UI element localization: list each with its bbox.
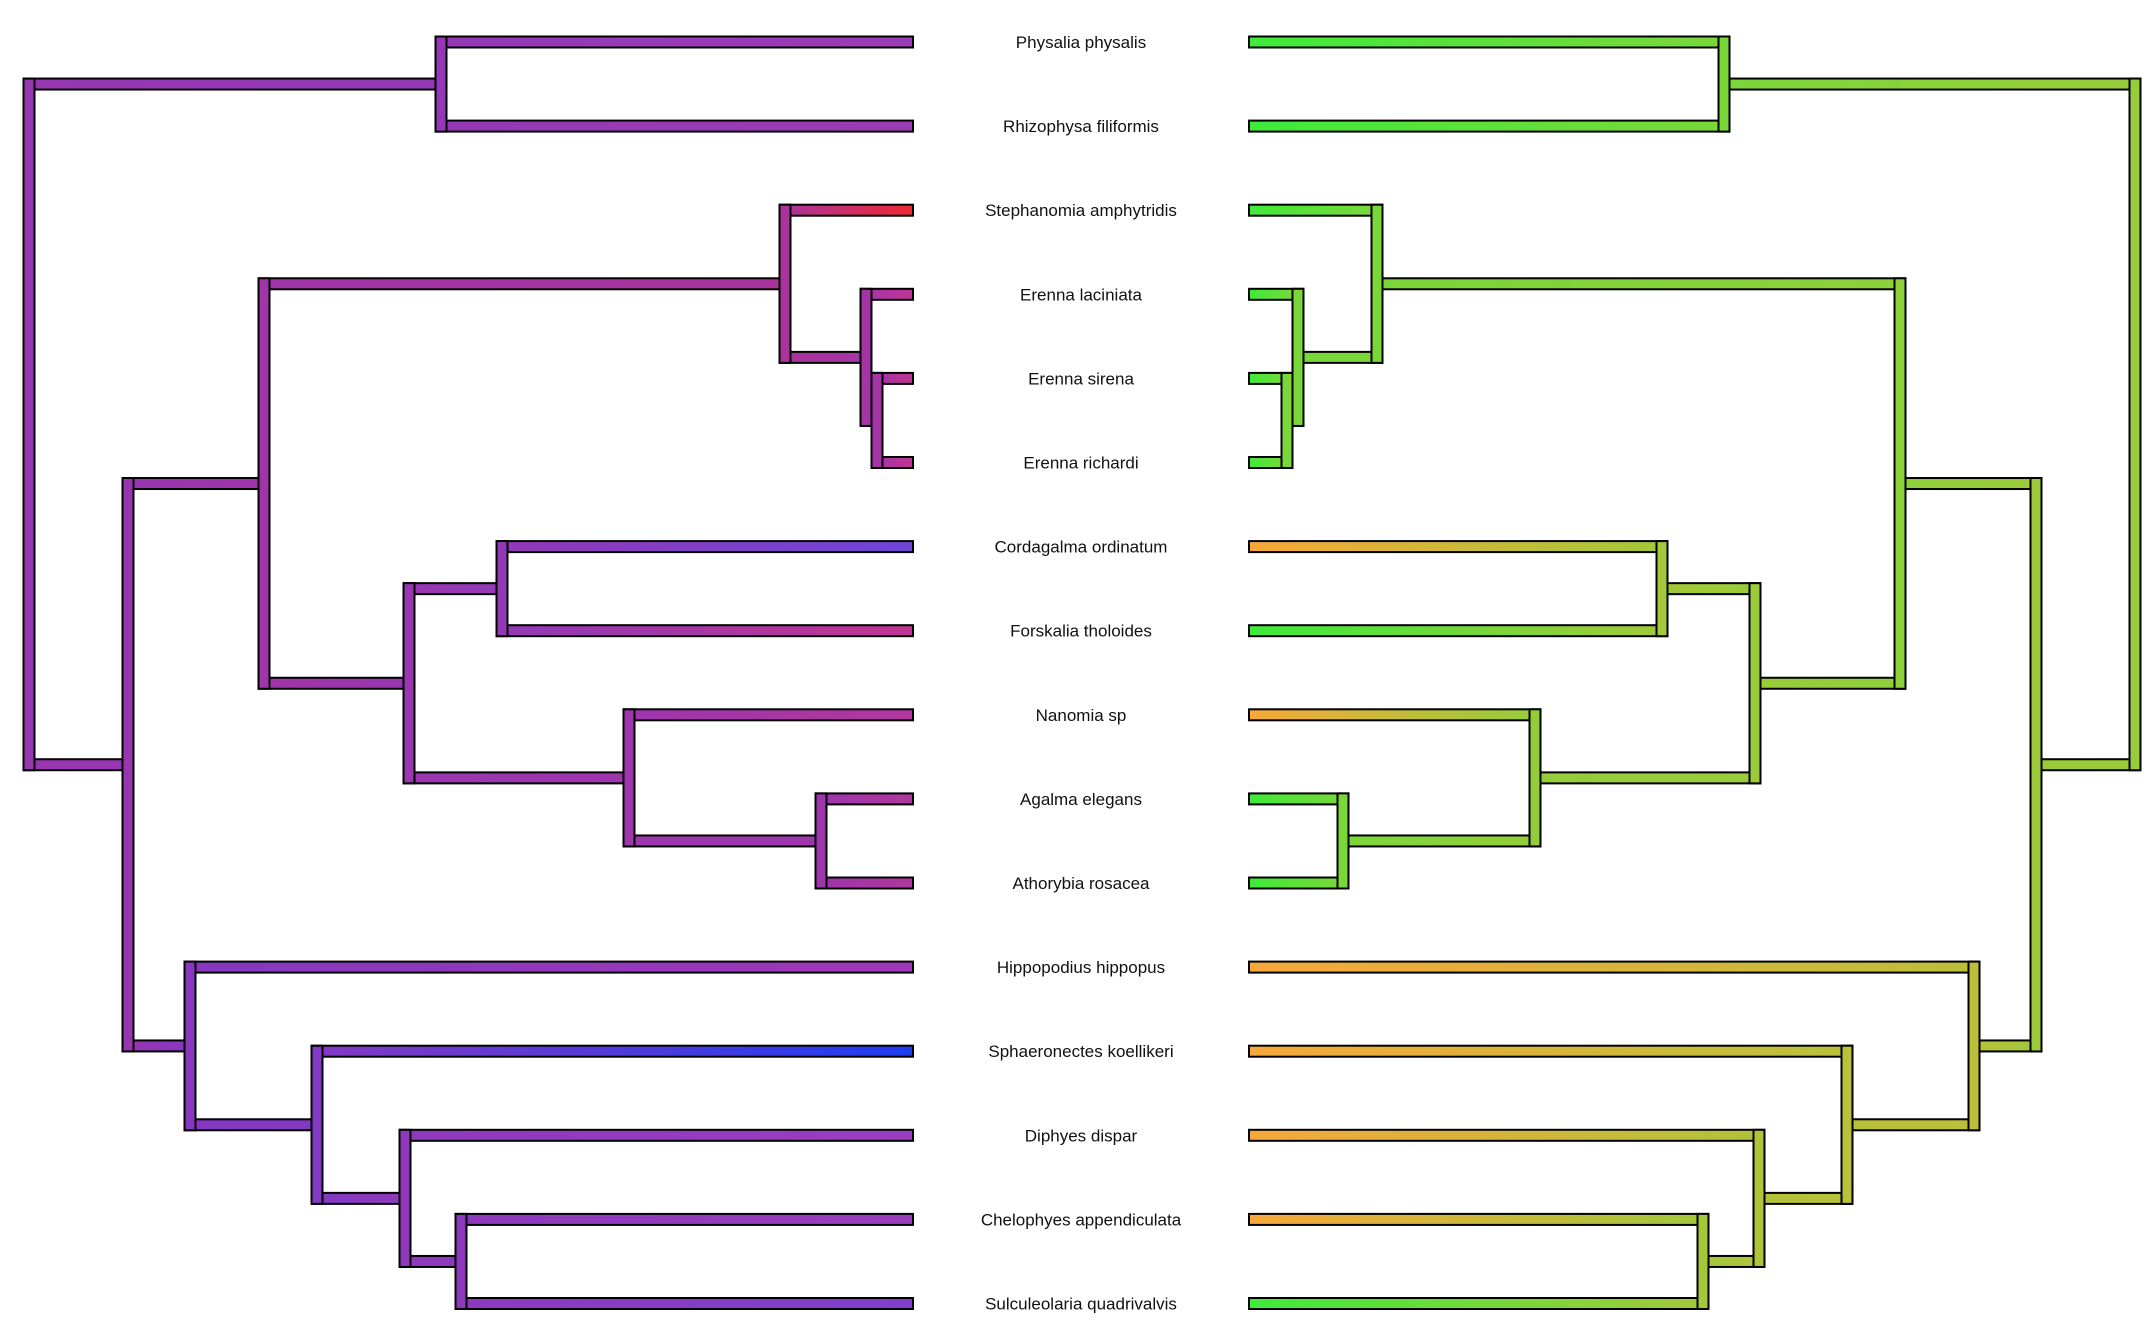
tree-connector — [1370, 203, 1384, 364]
tree-connector — [495, 540, 509, 638]
internal-branch — [2035, 758, 2142, 772]
internal-branch — [1376, 277, 1907, 291]
tip-branch — [454, 1212, 914, 1226]
taxon-label: Forskalia tholoides — [1010, 622, 1152, 641]
tip-branch — [434, 119, 914, 133]
taxon-label: Diphyes dispar — [1025, 1126, 1138, 1145]
internal-branch — [257, 277, 786, 291]
tree-connector — [2128, 77, 2142, 772]
tip-branch — [1248, 960, 1981, 974]
tree-connector — [121, 477, 135, 1053]
tree-connector — [778, 203, 792, 364]
internal-branch — [778, 350, 867, 364]
tree-connector — [310, 1044, 324, 1205]
internal-branch — [22, 758, 129, 772]
tree-connector — [1291, 287, 1305, 427]
internal-branch — [622, 834, 822, 848]
tree-connector — [1655, 540, 1669, 638]
internal-branch — [1661, 582, 1762, 596]
internal-branch — [1899, 477, 2043, 491]
tip-branch — [814, 792, 914, 806]
taxon-label: Erenna richardi — [1023, 454, 1138, 473]
taxon-label: Nanomia sp — [1036, 706, 1127, 725]
internal-branch — [1846, 1118, 1981, 1132]
tip-branch — [1248, 876, 1350, 890]
tip-branch — [1248, 1297, 1710, 1310]
tip-branch — [814, 876, 914, 890]
tip-branch — [434, 35, 914, 49]
tip-branch — [310, 1044, 914, 1058]
tree-connector — [1280, 371, 1294, 469]
internal-branch — [402, 582, 503, 596]
tree-connector — [1840, 1044, 1854, 1205]
tip-branch — [183, 960, 914, 974]
tree-connector — [183, 960, 197, 1132]
tip-branch — [1248, 119, 1731, 133]
internal-branch — [1758, 1191, 1854, 1205]
tip-branch — [778, 203, 914, 217]
tree-connector — [1717, 35, 1731, 133]
tip-branch — [1248, 203, 1384, 217]
taxon-label: Agalma elegans — [1020, 790, 1142, 809]
taxon-label: Chelophyes appendiculata — [981, 1210, 1182, 1229]
tip-branch — [1248, 540, 1669, 554]
taxon-label: Rhizophysa filiformis — [1003, 117, 1159, 136]
tree-connector — [870, 371, 884, 469]
taxon-label: Erenna laciniata — [1020, 285, 1142, 304]
internal-branch — [22, 77, 442, 91]
tip-branch — [495, 540, 914, 554]
tip-branch — [1248, 792, 1350, 806]
taxon-label: Stephanomia amphytridis — [985, 201, 1177, 220]
internal-branch — [1754, 676, 1907, 690]
taxon-label: Hippopodius hippopus — [997, 958, 1165, 977]
internal-branch — [121, 477, 265, 491]
taxon-label: Erenna sirena — [1028, 369, 1134, 388]
tip-branch — [1248, 1044, 1854, 1058]
tree-connector — [1528, 708, 1542, 848]
tip-branch — [1248, 35, 1731, 49]
tree-connector — [859, 287, 873, 427]
tree-connector — [434, 35, 448, 133]
left-tree — [22, 35, 914, 1311]
tip-branch — [398, 1128, 914, 1142]
internal-branch — [1342, 834, 1542, 848]
tree-connector — [1336, 792, 1350, 890]
taxon-label: Physalia physalis — [1016, 33, 1146, 52]
tip-branch — [454, 1297, 914, 1310]
tree-connector — [1696, 1212, 1710, 1311]
internal-branch — [402, 771, 630, 785]
internal-branch — [1297, 350, 1384, 364]
tip-branch — [1248, 1212, 1710, 1226]
internal-branch — [257, 676, 410, 690]
tree-connector — [402, 582, 416, 785]
tip-branch — [622, 708, 914, 722]
tip-branch — [1248, 708, 1542, 722]
taxon-label: Cordagalma ordinatum — [995, 538, 1168, 557]
internal-branch — [310, 1191, 406, 1205]
tree-connector — [1748, 582, 1762, 785]
tree-connector — [22, 77, 36, 772]
taxon-labels: Physalia physalis Rhizophysa filiformis … — [981, 33, 1182, 1314]
tree-connector — [2029, 477, 2043, 1053]
taxon-label: Sulculeolaria quadrivalvis — [985, 1295, 1177, 1314]
tip-branch — [1248, 1128, 1766, 1142]
internal-branch — [1723, 77, 2142, 91]
internal-branch — [183, 1118, 318, 1132]
tip-branch — [495, 624, 914, 638]
taxon-label: Athorybia rosacea — [1012, 874, 1150, 893]
tree-connector — [1967, 960, 1981, 1132]
right-tree — [1248, 35, 2142, 1311]
tree-connector — [398, 1128, 412, 1268]
tree-connector — [1752, 1128, 1766, 1268]
internal-branch — [1534, 771, 1762, 785]
tree-connector — [1893, 277, 1907, 690]
taxon-label: Sphaeronectes koellikeri — [988, 1042, 1173, 1061]
tree-connector — [454, 1212, 468, 1311]
tip-branch — [1248, 624, 1669, 638]
tree-connector — [814, 792, 828, 890]
tree-connector — [622, 708, 636, 848]
tree-connector — [257, 277, 271, 690]
